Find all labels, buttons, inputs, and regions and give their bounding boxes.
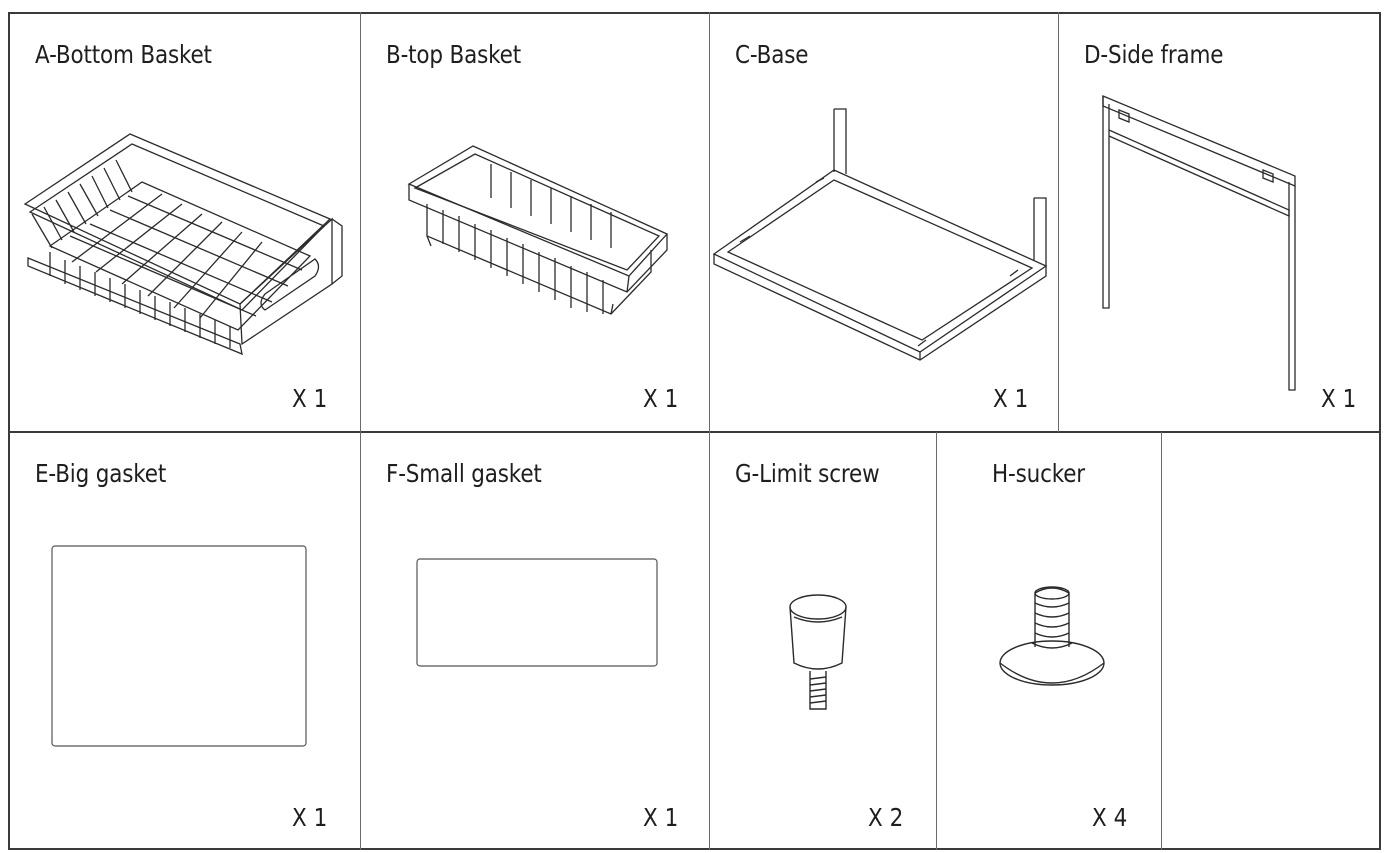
part-quantity: X 1 [643,384,679,413]
column-divider [1161,432,1162,850]
part-quantity: X 1 [643,803,679,832]
part-cell-big-gasket: E-Big gasket X 1 [10,433,360,850]
part-cell-base: C-Base X 1 [710,14,1058,431]
part-quantity: X 2 [868,803,904,832]
part-label: G-Limit screw [735,459,880,488]
part-quantity: X 1 [292,803,328,832]
row-divider [8,431,1381,433]
part-label: E-Big gasket [35,459,167,488]
part-cell-side-frame: D-Side frame X 1 [1059,14,1381,431]
part-quantity: X 1 [292,384,328,413]
sucker-icon [937,433,1161,850]
part-label: C-Base [735,40,809,69]
side-frame-icon [1059,14,1381,431]
part-quantity: X 1 [993,384,1029,413]
part-cell-limit-screw: G-Limit screw X 2 [710,433,936,850]
empty-cell [1162,433,1381,850]
part-label: A-Bottom Basket [35,40,212,69]
part-label: F-Small gasket [386,459,542,488]
part-label: B-top Basket [386,40,521,69]
part-cell-small-gasket: F-Small gasket X 1 [361,433,709,850]
part-label: D-Side frame [1084,40,1224,69]
top-basket-icon [361,14,709,431]
part-cell-top-basket: B-top Basket X 1 [361,14,709,431]
big-gasket-icon [10,433,360,850]
column-divider [1058,12,1059,432]
part-quantity: X 1 [1321,384,1357,413]
column-divider [709,12,710,850]
part-cell-sucker: H-sucker X 4 [937,433,1161,850]
limit-screw-icon [710,433,936,850]
bottom-basket-icon [10,14,360,431]
part-quantity: X 4 [1092,803,1128,832]
part-label: H-sucker [992,459,1085,488]
column-divider [360,12,361,850]
base-icon [710,14,1058,431]
part-cell-bottom-basket: A-Bottom Basket X 1 [10,14,360,431]
column-divider [936,432,937,850]
small-gasket-icon [361,433,709,850]
